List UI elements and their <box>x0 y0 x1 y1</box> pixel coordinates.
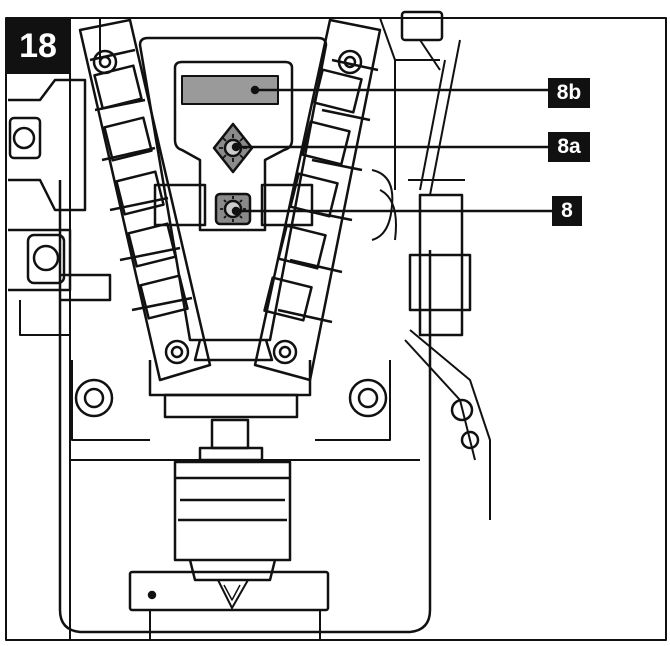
right-components <box>371 39 491 520</box>
callout-label-8b: 8b <box>548 78 590 108</box>
drill-chuck <box>173 418 292 609</box>
callout-label-8a: 8a <box>548 132 590 162</box>
callout-label-8: 8 <box>552 196 582 226</box>
left-fittings <box>8 78 112 336</box>
control-panel <box>138 36 328 362</box>
guard-bar <box>128 570 330 640</box>
left-arm <box>78 18 212 382</box>
figure-border <box>5 17 667 641</box>
figure-number-badge: 18 <box>6 18 70 74</box>
lower-housing <box>71 360 391 441</box>
